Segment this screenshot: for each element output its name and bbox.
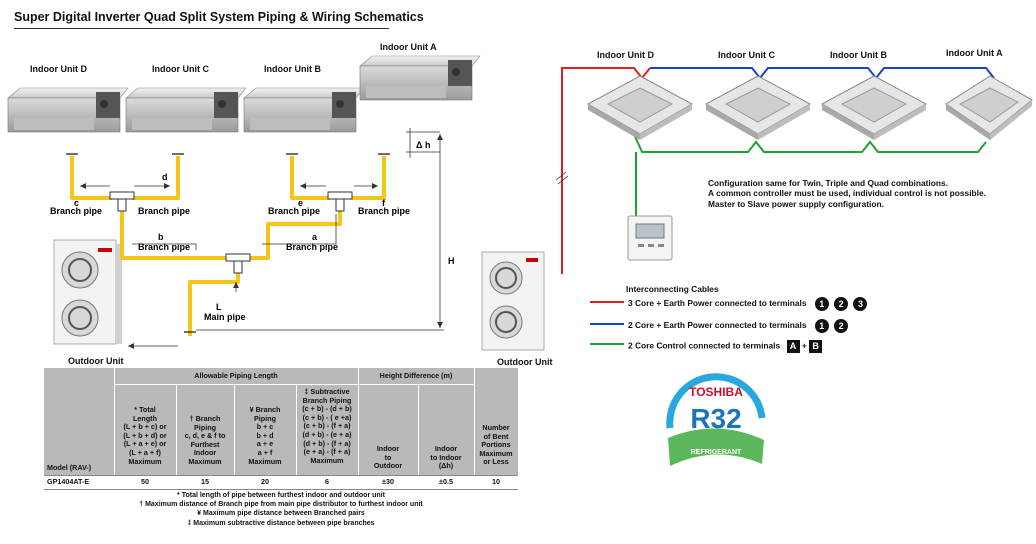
branch-pipe-label-b: Branch pipe [138,242,190,252]
main-distributor [225,253,251,274]
footnote: * Total length of pipe between furthest … [177,492,385,499]
legend-item-3core: 3 Core + Earth Power connected to termin… [628,297,868,311]
toshiba-r32-logo: TOSHIBA R32 REFRIGERANT [666,373,766,466]
height-h-label: H [448,256,455,266]
dimension-lines [80,128,444,347]
config-line: Master to Slave power supply configurati… [708,198,884,209]
table-header-bg [44,368,518,475]
indoor-unit-c-duct-image [125,87,247,133]
legend-title: Interconnecting Cables [626,284,719,294]
title-underline [14,28,389,29]
branch-pipe-label-a: Branch pipe [286,242,338,252]
legend-item-2core-power: 2 Core + Earth Power connected to termin… [628,319,849,333]
pipe-end-caps [66,153,390,333]
outdoor-unit-right-image [481,251,545,351]
branch-distributor-ba [327,191,353,212]
legend-swatches [590,301,624,345]
piping-diagram: c d e f b a L Δ h H Branch pipe Branch p… [7,55,481,349]
branch-pipe-label-c: Branch pipe [50,206,102,216]
pipe-letter-f: f [382,198,386,208]
terminal-badge-3: 3 [853,297,868,311]
wiring-diagram [481,67,1033,351]
outdoor-unit-left-image [53,239,122,345]
footnote: ‡ Maximum subtractive distance between p… [187,519,375,527]
pipe-letter-c: c [74,198,79,208]
group-height-header: Height Difference (m) [379,371,453,380]
terminal-separator: + [801,340,807,351]
cassette-unit-c-image [704,75,812,140]
page-title: Super Digital Inverter Quad Split System… [14,10,424,24]
pipe-letter-e: e [298,198,303,208]
left-indoor-unit-d-label: Indoor Unit D [30,64,87,74]
row-indoor-outdoor: ±30 [382,477,394,486]
config-line: Configuration same for Twin, Triple and … [708,178,948,188]
remote-controller-image [627,215,673,261]
terminal-badge-1: 1 [814,319,829,333]
group-allowable-header: Allowable Piping Length [194,371,278,380]
cassette-unit-a-image [945,75,1033,140]
footnote: ¥ Maximum pipe distance between Branched… [197,510,365,518]
config-line: A common controller must be used, indivi… [708,188,986,199]
legend-text: 3 Core + Earth Power connected to termin… [628,298,807,309]
legend-item-2core-control: 2 Core Control connected to terminals A … [628,340,823,353]
row-subtractive: 6 [325,477,329,486]
logo-model: R32 [690,403,741,434]
terminal-badge-1: 1 [814,297,829,311]
branch-pipe-label-f: Branch pipe [358,206,410,216]
table-footnotes: * Total length of pipe between furthest … [44,491,518,528]
cassette-unit-b-image [820,75,928,140]
indoor-unit-d-duct-image [7,87,129,133]
row-bent: 10 [492,477,500,486]
terminal-badge-2: 2 [834,297,849,311]
right-outdoor-unit-label: Outdoor Unit [497,357,553,367]
configuration-note: Configuration same for Twin, Triple and … [708,178,986,209]
col-model-header: Model (RAV-) [47,463,92,472]
refrigerant-piping [70,156,386,336]
pipe-letter-l: L [216,302,222,312]
left-indoor-unit-b-label: Indoor Unit B [264,64,321,74]
legend-text: 2 Core Control connected to terminals [628,340,781,351]
row-ybranch: 20 [261,477,269,486]
indoor-unit-b-duct-image [243,87,365,133]
left-indoor-unit-c-label: Indoor Unit C [152,64,209,74]
logo-sub: REFRIGERANT [691,449,742,456]
piping-spec-table: Allowable Piping Length Height Differenc… [44,368,518,490]
cassette-unit-d-image [586,75,694,140]
terminal-badge-2: 2 [834,319,849,333]
right-indoor-unit-b-label: Indoor Unit B [830,50,887,60]
row-indoor-indoor: ±0.5 [439,477,453,486]
terminal-badge-b: B [809,340,823,353]
right-indoor-unit-a-label: Indoor Unit A [946,48,1003,58]
row-total: 50 [141,477,149,486]
footnote: † Maximum distance of Branch pipe from m… [139,501,423,509]
dimension-arrowheads [80,134,443,349]
branch-pipe-label-d: Branch pipe [138,206,190,216]
legend-text: 2 Core + Earth Power connected to termin… [628,320,807,331]
branch-pipe-label-e: Branch pipe [268,206,320,216]
left-indoor-unit-a-label: Indoor Unit A [380,42,437,52]
pipe-letter-b: b [158,232,164,242]
main-pipe-label: Main pipe [204,312,246,322]
row-model: GP1404AT-E [47,477,90,486]
left-outdoor-unit-label: Outdoor Unit [68,356,124,366]
wire-break-marks [555,171,569,185]
right-indoor-unit-d-label: Indoor Unit D [597,50,654,60]
wiring-lines [561,67,995,274]
pipe-letter-d: d [162,172,168,182]
pipe-letter-a: a [312,232,318,242]
indoor-unit-a-duct-image [359,55,481,101]
row-branch: 15 [201,477,209,486]
logo-brand: TOSHIBA [689,385,743,399]
delta-h-label: Δ h [416,140,430,150]
right-indoor-unit-c-label: Indoor Unit C [718,50,775,60]
terminal-badge-a: A [786,340,800,353]
branch-distributor-dc [109,191,135,212]
